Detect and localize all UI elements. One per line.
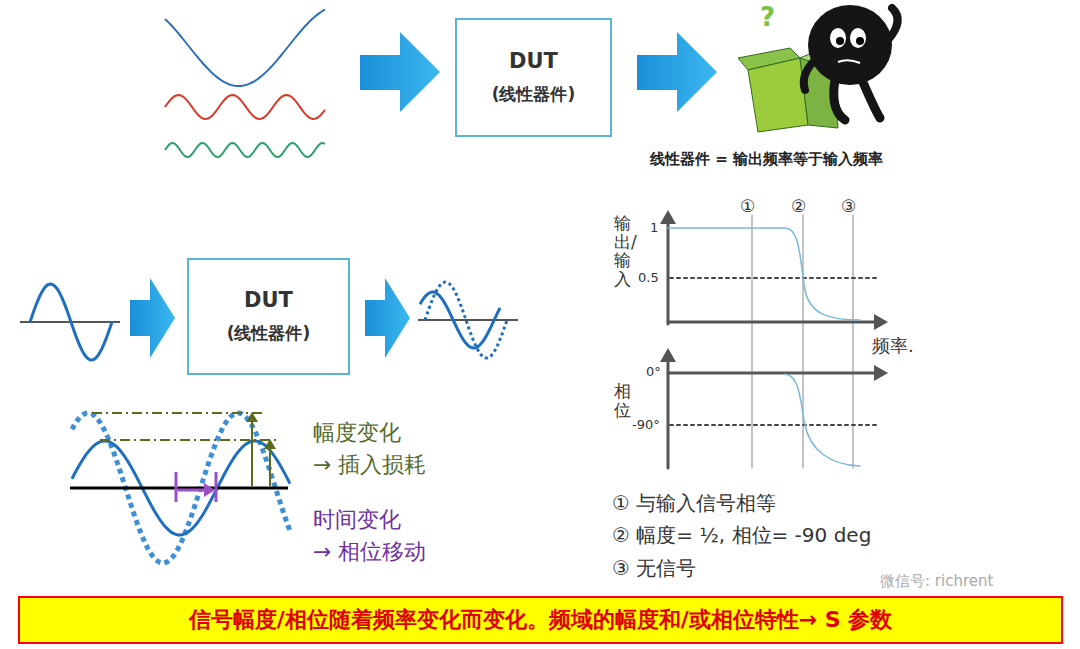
legend-item: ① 与输入信号相等 xyxy=(612,490,776,517)
legend-item: ② 幅度= ½, 相位= -90 deg xyxy=(612,522,871,549)
sine-wave xyxy=(165,95,325,119)
note-text: 线性器件 = 输出频率等于输入频率 xyxy=(650,150,883,169)
tick-label: 0° xyxy=(646,364,661,379)
block-arrow xyxy=(360,32,440,112)
sine-wave xyxy=(165,143,325,157)
dut-box: DUT (线性器件) xyxy=(455,18,612,137)
tick-label: -90° xyxy=(632,417,660,432)
sine-wave xyxy=(165,10,325,86)
box-title: DUT xyxy=(509,49,558,73)
block-arrow xyxy=(365,278,410,358)
callout-number: ③ xyxy=(841,196,856,216)
annotation-text: → 插入损耗 xyxy=(313,450,426,480)
legend-item: ③ 无信号 xyxy=(612,555,696,582)
question-mark: ? xyxy=(760,2,775,32)
annotation-text: 时间变化 xyxy=(313,505,401,535)
watermark: 微信号: richrent xyxy=(880,572,993,591)
amplitude-markers xyxy=(70,412,288,488)
caption-band: 信号幅度/相位随着频率变化而变化。频域的幅度和/或相位特性→ S 参数 xyxy=(18,596,1063,644)
callout-number: ① xyxy=(740,196,755,216)
tick-label: 1 xyxy=(650,220,658,235)
sine-wave xyxy=(420,292,500,348)
caption-text: 信号幅度/相位随着频率变化而变化。频域的幅度和/或相位特性→ S 参数 xyxy=(189,605,893,635)
waveforms xyxy=(20,10,518,563)
tick-label: 0.5 xyxy=(638,270,659,285)
annotation-text: 幅度变化 xyxy=(313,418,401,448)
block-arrow xyxy=(130,278,175,358)
time-shift-marker xyxy=(176,472,216,502)
axis-title: 输出/输入 xyxy=(614,214,631,289)
axis-line xyxy=(418,319,518,321)
box-title: DUT xyxy=(244,288,293,312)
axis-title: 频率. xyxy=(872,334,914,358)
annotation-text: → 相位移动 xyxy=(313,537,426,567)
frequency-response-chart xyxy=(660,210,888,468)
box-subtitle: (线性器件) xyxy=(227,322,311,345)
sine-wave xyxy=(30,284,112,360)
box-subtitle: (线性器件) xyxy=(492,83,576,106)
dut-box: DUT (线性器件) xyxy=(187,258,350,375)
block-arrow xyxy=(637,32,717,112)
axis-title: 相位 xyxy=(614,382,631,419)
callout-number: ② xyxy=(791,196,806,216)
